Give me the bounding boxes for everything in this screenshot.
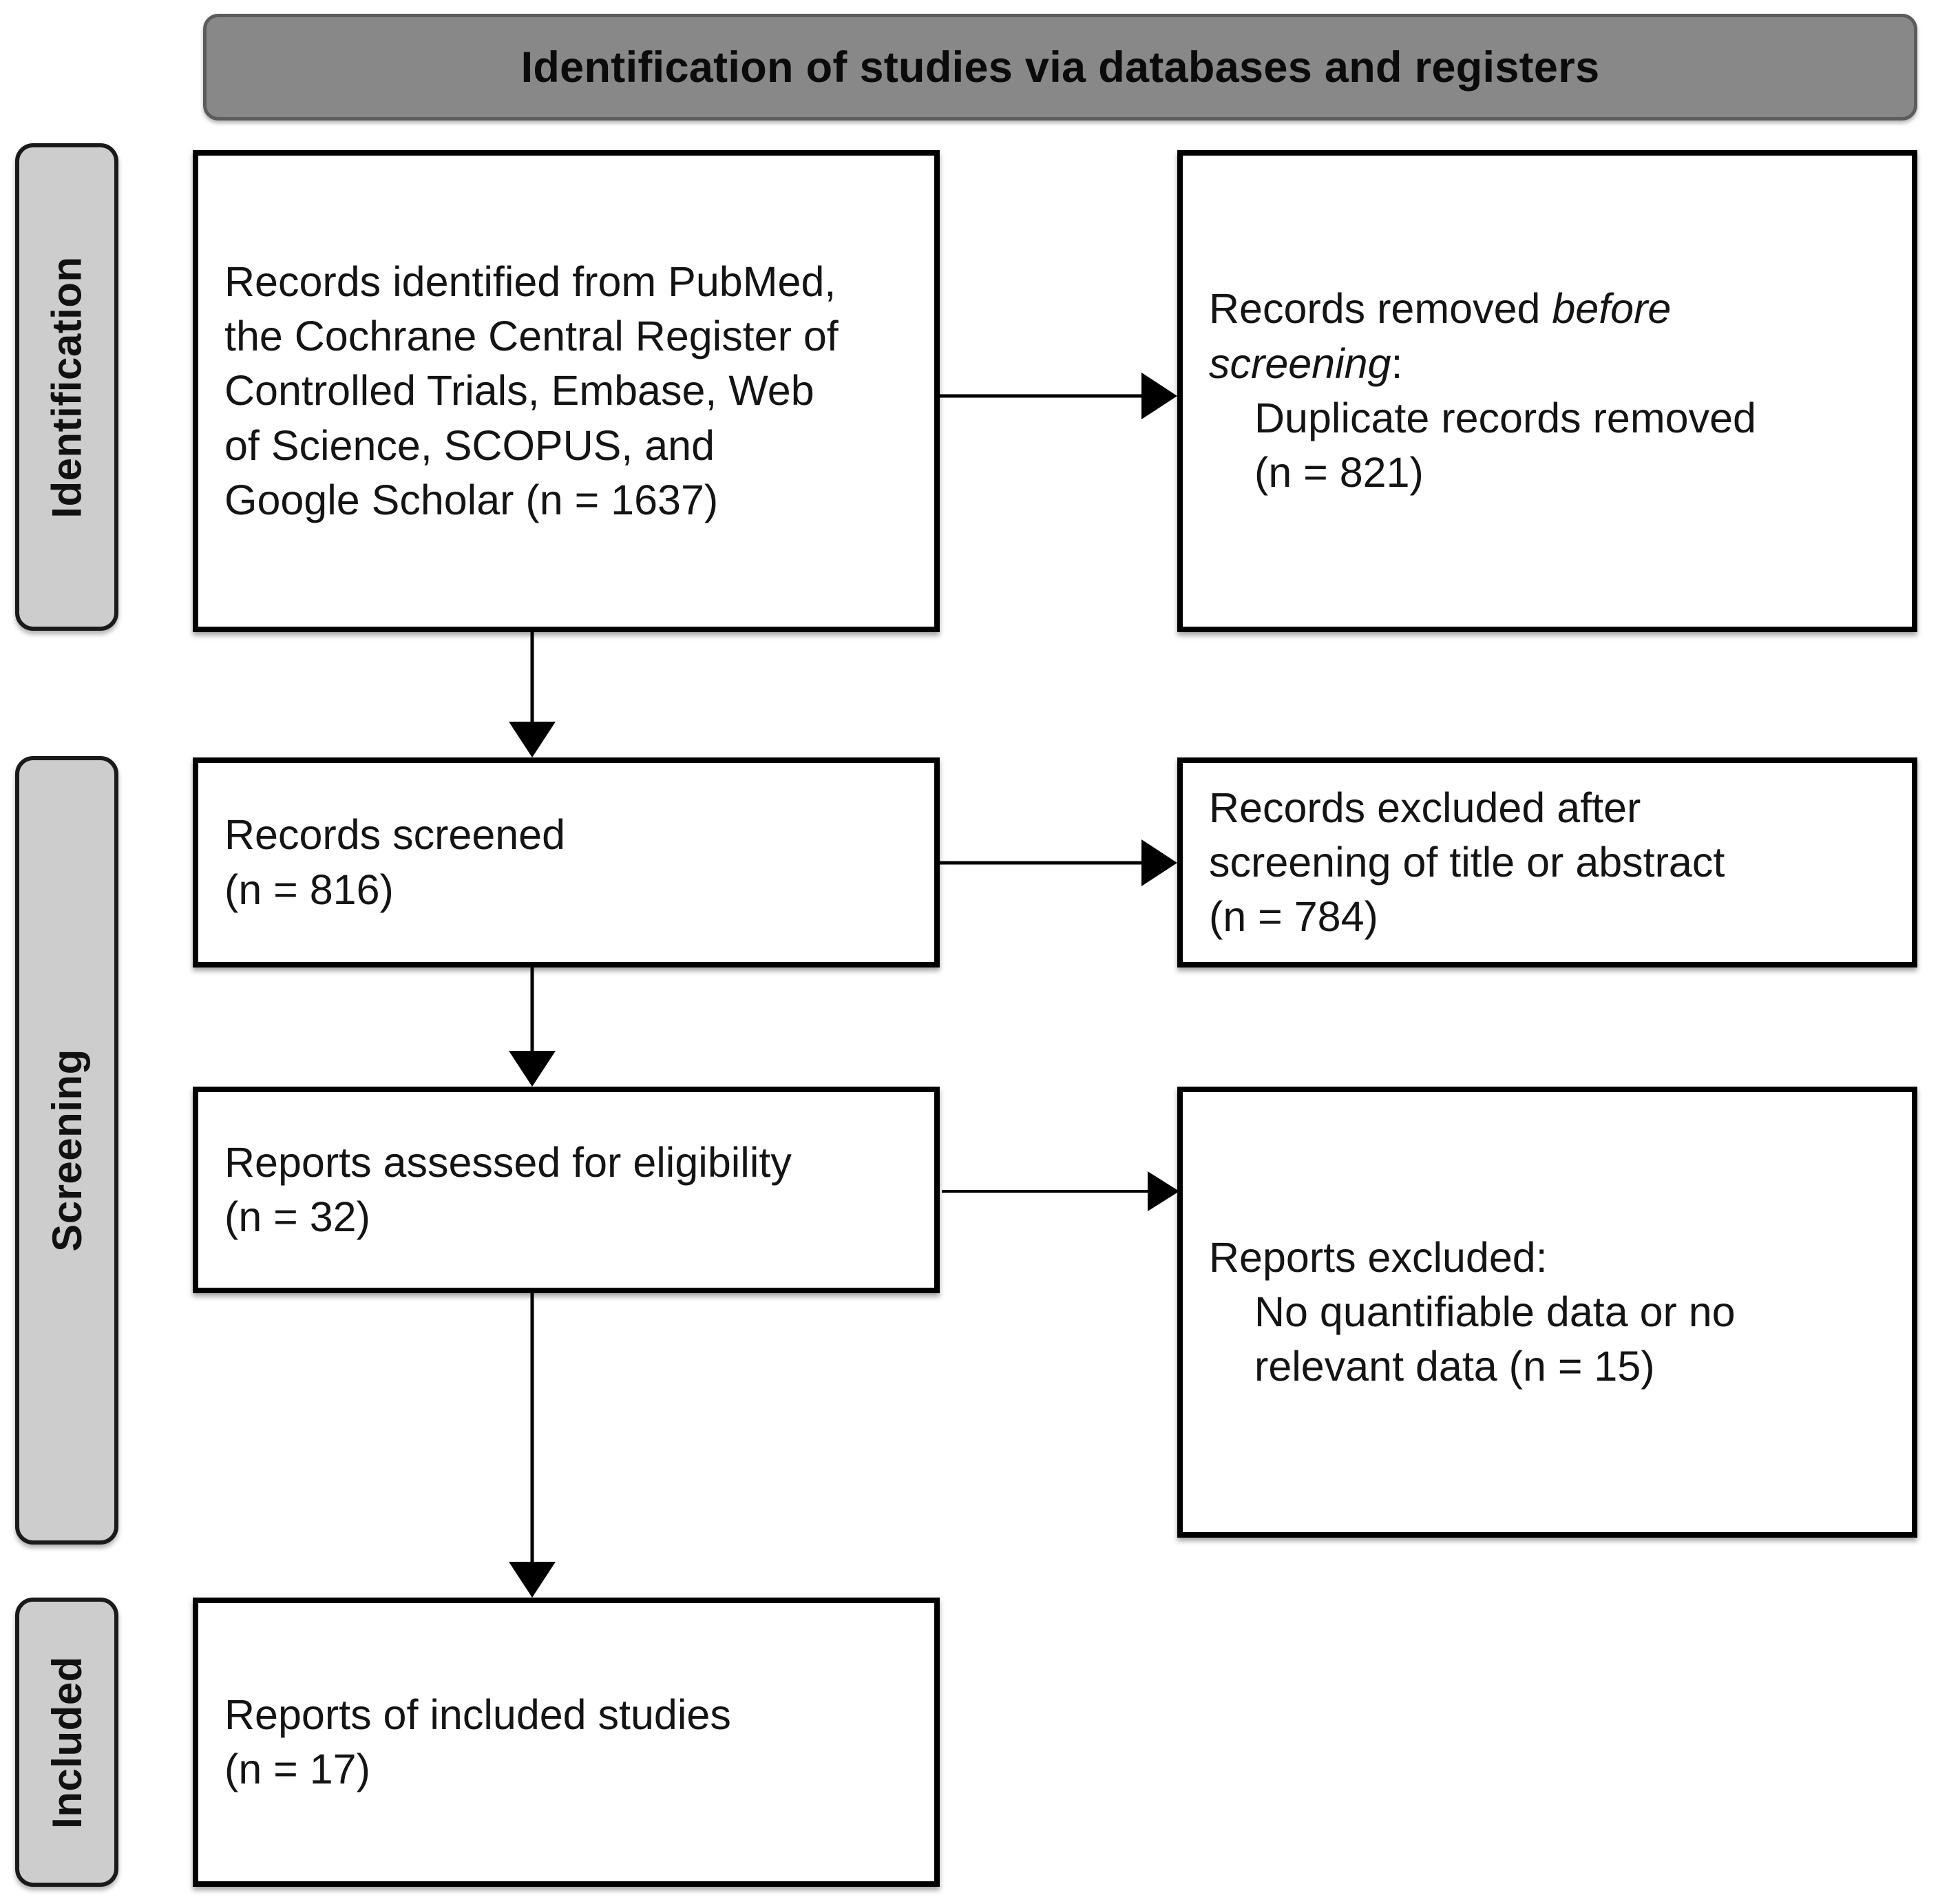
text-line: (n = 821) [1254, 449, 1424, 496]
text-line: No quantifiable data or no [1254, 1288, 1736, 1335]
box-records-excluded-text: Records excluded after screening of titl… [1183, 781, 1912, 945]
arrow-shaft [530, 632, 534, 722]
arrow-head-right-icon [1141, 839, 1177, 886]
arrow-down-eligibility-to-included [508, 1293, 556, 1598]
arrow-right-screened-to-excluded [940, 839, 1177, 886]
arrow-head-right-icon [1148, 1171, 1179, 1211]
text-line: Reports of included studies [224, 1691, 731, 1738]
arrow-down-screened-to-eligibility [508, 967, 556, 1087]
text-line: relevant data (n = 15) [1254, 1343, 1655, 1390]
arrow-shaft [530, 1293, 534, 1562]
arrow-right-identified-to-removed [940, 373, 1177, 419]
text-line: Records identified from PubMed, [224, 258, 836, 305]
arrow-head-down-icon [509, 1051, 556, 1087]
phase-tab-included: Included [15, 1598, 118, 1887]
text-line: (n = 816) [224, 866, 394, 913]
box-reports-excluded: Reports excluded: No quantifiable data o… [1177, 1087, 1917, 1538]
box-records-identified-text: Records identified from PubMed, the Coch… [198, 255, 934, 527]
text-line: screening of title or abstract [1209, 838, 1725, 886]
text-line: Records excluded after [1209, 784, 1641, 831]
arrow-down-identified-to-screened [508, 632, 556, 757]
text-line: Reports excluded: [1209, 1233, 1548, 1281]
box-reports-assessed-for-eligibility: Reports assessed for eligibility (n = 32… [193, 1087, 940, 1293]
text-line: (n = 17) [224, 1746, 370, 1792]
text-line: Google Scholar (n = 1637) [224, 476, 719, 523]
phase-tab-included-label: Included [43, 1655, 90, 1829]
phase-tab-identification: Identification [15, 143, 118, 631]
text-emphasis: before [1552, 285, 1672, 333]
box-reports-of-included-studies: Reports of included studies (n = 17) [193, 1598, 940, 1887]
text-line: the Cochrane Central Register of [224, 313, 839, 360]
text-line: Records removed before [1209, 282, 1886, 336]
box-records-identified: Records identified from PubMed, the Coch… [193, 150, 940, 632]
box-records-removed-before-screening: Records removed before screening: Duplic… [1177, 150, 1917, 632]
arrow-shaft [530, 967, 534, 1051]
box-records-excluded-after-screening: Records excluded after screening of titl… [1177, 757, 1917, 967]
arrow-right-eligibility-to-excluded [942, 1171, 1179, 1212]
box-records-screened: Records screened (n = 816) [193, 757, 940, 967]
arrow-head-down-icon [509, 722, 556, 757]
text-fragment: : [1391, 339, 1403, 387]
box-reports-assessed-text: Reports assessed for eligibility (n = 32… [198, 1136, 934, 1245]
phase-tab-screening: Screening [15, 756, 118, 1545]
text-line: Controlled Trials, Embase, Web [224, 367, 814, 415]
arrow-shaft [940, 394, 1144, 398]
text-fragment: Records removed [1209, 285, 1552, 333]
box-records-screened-text: Records screened (n = 816) [198, 808, 934, 917]
header-title: Identification of studies via databases … [520, 43, 1600, 92]
box-reports-excluded-text: Reports excluded: No quantifiable data o… [1183, 1231, 1912, 1394]
text-line: (n = 32) [224, 1193, 370, 1240]
text-line: screening: [1209, 337, 1886, 391]
text-line: Duplicate records removed [1254, 395, 1756, 441]
text-line: Records screened [224, 811, 566, 859]
box-reports-included-text: Reports of included studies (n = 17) [198, 1688, 934, 1797]
text-emphasis: screening [1209, 339, 1391, 387]
text-line: of Science, SCOPUS, and [224, 421, 715, 469]
box-records-removed-text: Records removed before screening: Duplic… [1183, 282, 1912, 500]
text-line: (n = 784) [1209, 893, 1378, 941]
arrow-shaft [942, 1190, 1148, 1193]
arrow-head-down-icon [509, 1562, 556, 1598]
header-banner: Identification of studies via databases … [203, 14, 1917, 121]
arrow-head-right-icon [1141, 373, 1177, 419]
text-line: Reports assessed for eligibility [224, 1138, 792, 1186]
phase-tab-identification-label: Identification [43, 255, 90, 519]
phase-tab-screening-label: Screening [43, 1049, 90, 1252]
arrow-shaft [940, 861, 1144, 865]
